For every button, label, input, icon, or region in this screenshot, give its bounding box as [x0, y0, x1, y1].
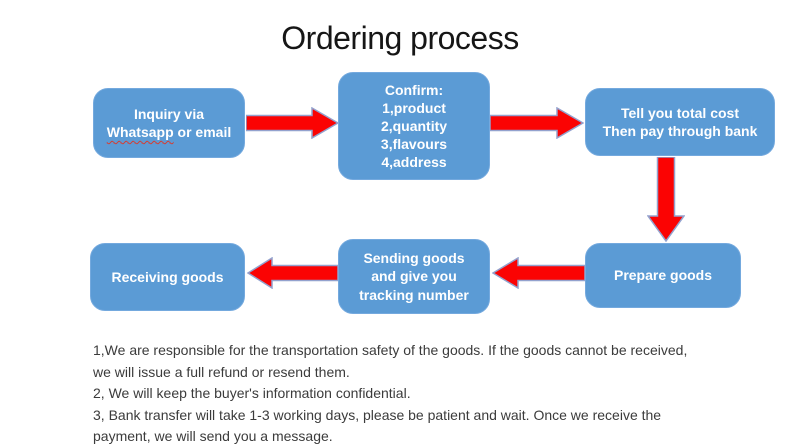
flow-box-prepare: Prepare goods: [585, 243, 741, 308]
flow-box-payment: Tell you total cost Then pay through ban…: [585, 88, 775, 156]
flow-box-confirm: Confirm: 1,product 2,quantity 3,flavours…: [338, 72, 490, 180]
footer-notes: 1,We are responsible for the transportat…: [93, 340, 773, 448]
flow-box-inquiry-line1: Inquiry via: [133, 105, 205, 122]
flow-box-payment-line: Tell you total cost: [621, 104, 739, 121]
flow-box-confirm-line: Confirm:: [384, 81, 444, 98]
whatsapp-misspelled-word: Whatsapp: [106, 124, 174, 140]
arrow-right-icon: [246, 107, 339, 139]
arrow-left-icon: [492, 257, 585, 289]
flow-box-receiving-label: Receiving goods: [111, 268, 224, 285]
footer-note-line: 3, Bank transfer will take 1-3 working d…: [93, 406, 662, 423]
flow-box-prepare-label: Prepare goods: [613, 267, 713, 284]
flow-box-receiving: Receiving goods: [90, 243, 245, 311]
flow-box-sending: Sending goods and give you tracking numb…: [338, 239, 490, 314]
footer-note-line: 1,We are responsible for the transportat…: [93, 342, 688, 358]
flow-box-payment-line: Then pay through bank: [602, 123, 758, 139]
flow-box-sending-line: tracking number: [359, 286, 469, 303]
flow-box-confirm-line: 2,quantity: [380, 117, 448, 134]
flow-box-sending-line: and give you: [371, 268, 457, 285]
arrow-down-icon: [647, 157, 685, 242]
arrow-left-icon: [247, 257, 338, 289]
flow-box-confirm-line: 3,flavours: [380, 136, 448, 153]
flow-box-confirm-line: 4,address: [381, 154, 447, 171]
footer-note-line: 2, We will keep the buyer's information …: [93, 385, 411, 401]
flow-box-inquiry-line2-rest: or email: [173, 124, 232, 140]
footer-note-line: payment, we will send you a message.: [93, 428, 333, 444]
arrow-right-icon: [490, 107, 584, 139]
footer-note-line: we will issue a full refund or resend th…: [93, 363, 350, 380]
flow-box-inquiry: Inquiry via Whatsapp or email: [93, 88, 245, 158]
flow-box-confirm-line: 1,product: [382, 99, 446, 116]
flow-box-sending-line: Sending goods: [363, 250, 465, 267]
page-title: Ordering process: [281, 20, 519, 56]
flow-box-inquiry-line2: Whatsapp or email: [107, 123, 231, 141]
